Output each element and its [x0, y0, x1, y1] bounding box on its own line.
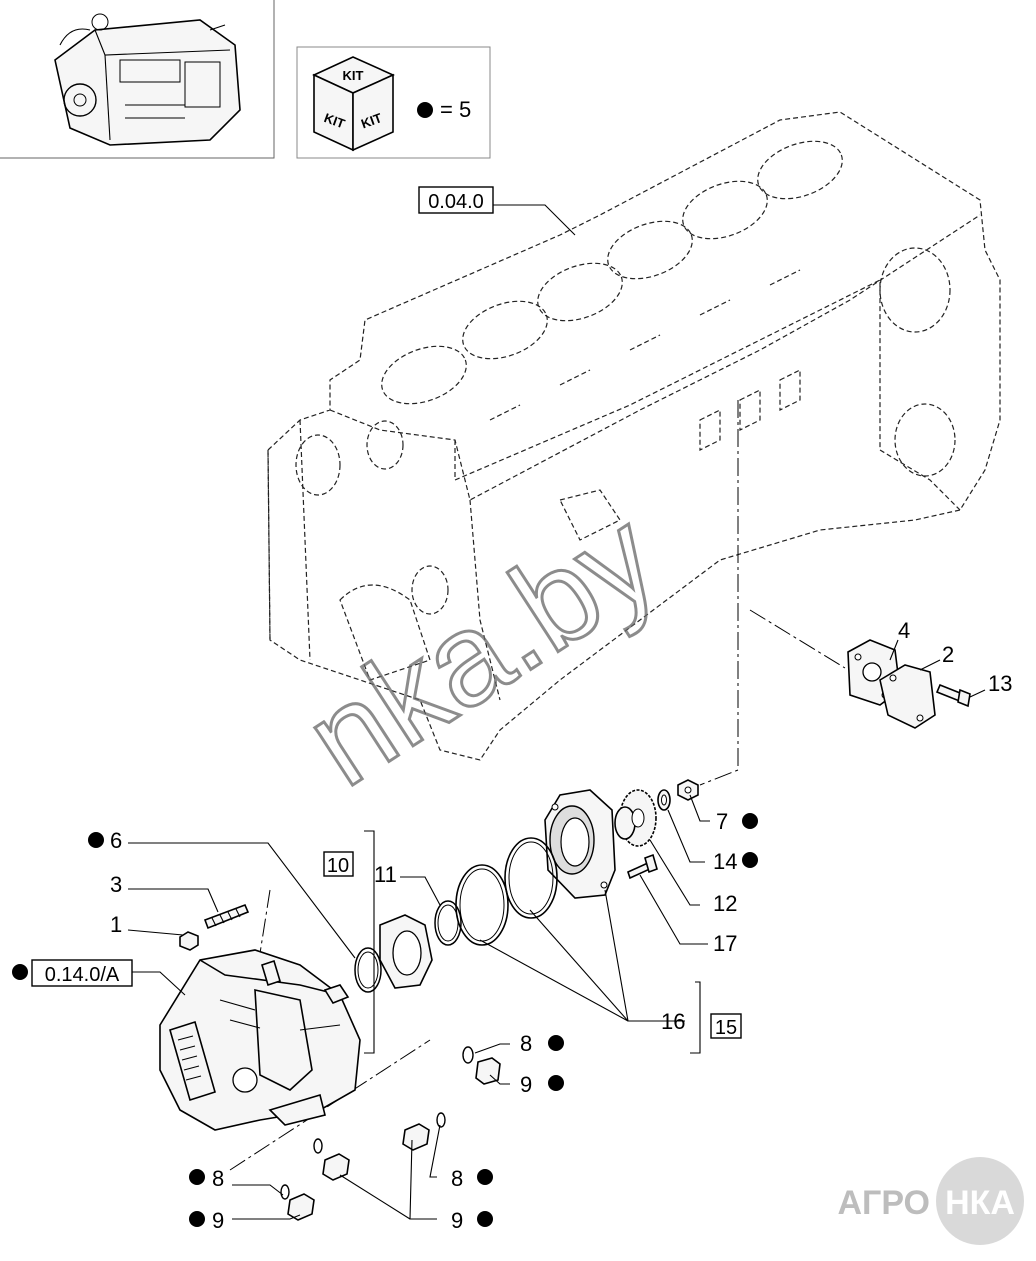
kit-label-right: KIT	[359, 110, 384, 131]
callout-14: 14	[713, 849, 758, 874]
callout-labels: 6 3 1 11 4 2 13 7 14 12 17 16 8 9 8 9 8 …	[88, 618, 1012, 1233]
ref-box-15: 15	[710, 1013, 742, 1039]
watermark-text: nka.by	[281, 482, 682, 813]
svg-text:0.04.0: 0.04.0	[428, 191, 484, 213]
callout-17: 17	[713, 931, 737, 956]
stud-3	[203, 903, 250, 930]
callout-9-left: 9	[189, 1208, 224, 1233]
svg-text:8: 8	[212, 1166, 224, 1191]
kit-legend-value: = 5	[440, 97, 471, 122]
o-rings	[354, 837, 558, 993]
plug-9-upper	[475, 1057, 501, 1085]
flange-16	[544, 789, 616, 899]
adapter-flange-11	[379, 914, 433, 989]
plug-9-lower	[280, 1138, 350, 1221]
engine-block-outline	[267, 111, 1001, 761]
callout-8-upper: 8	[520, 1031, 564, 1056]
ref-box-block: 0.04.0	[418, 186, 494, 214]
svg-text:АГРО: АГРО	[837, 1184, 930, 1222]
callout-1: 1	[110, 912, 122, 937]
callout-11: 11	[374, 862, 397, 887]
callout-8-right: 8	[451, 1166, 493, 1191]
kit-label-left: KIT	[322, 110, 347, 131]
callout-2: 2	[942, 642, 954, 667]
svg-text:НКА: НКА	[945, 1184, 1015, 1222]
kit-bullet-icon	[417, 102, 433, 118]
kit-legend: KIT KIT KIT = 5	[296, 46, 491, 159]
plug-9-mid	[402, 1112, 446, 1151]
svg-text:8: 8	[451, 1166, 463, 1191]
callout-3: 3	[110, 872, 122, 897]
callout-16: 16	[661, 1009, 685, 1034]
svg-text:10: 10	[327, 855, 349, 877]
engine-thumbnail	[0, 0, 275, 159]
bolt-13	[935, 683, 971, 708]
callout-9-right: 9	[451, 1208, 493, 1233]
svg-text:0.14.0/A: 0.14.0/A	[45, 964, 120, 986]
callout-4: 4	[898, 618, 910, 643]
agronka-logo: АГРО НКА	[837, 1157, 1024, 1245]
pump-gear-12	[614, 789, 657, 847]
bolt-17	[627, 853, 658, 880]
callout-9-upper: 9	[520, 1072, 564, 1097]
svg-text:14: 14	[713, 849, 737, 874]
svg-text:9: 9	[212, 1208, 224, 1233]
washer-14	[657, 789, 671, 811]
svg-text:7: 7	[716, 809, 728, 834]
callout-6: 6	[88, 828, 122, 853]
seal-8-upper	[462, 1046, 474, 1064]
plate-axis-line	[749, 609, 846, 669]
svg-text:8: 8	[520, 1031, 532, 1056]
callout-13: 13	[988, 671, 1012, 696]
callout-8-left: 8	[189, 1166, 224, 1191]
nut-1	[179, 931, 199, 951]
svg-text:9: 9	[451, 1208, 463, 1233]
callout-12: 12	[713, 891, 737, 916]
ref-box-pump: 0.14.0/A	[12, 959, 133, 987]
svg-text:6: 6	[110, 828, 122, 853]
callout-7: 7	[716, 809, 758, 834]
svg-text:15: 15	[715, 1017, 737, 1039]
nut-7	[677, 779, 699, 801]
ref-box-10: 10	[323, 851, 354, 877]
leader-lines	[127, 204, 986, 1220]
kit-label-top: KIT	[343, 68, 364, 83]
pump-axis-line	[699, 400, 739, 786]
cover-plate-2	[879, 664, 936, 729]
svg-text:9: 9	[520, 1072, 532, 1097]
high-pressure-pump	[159, 949, 361, 1131]
